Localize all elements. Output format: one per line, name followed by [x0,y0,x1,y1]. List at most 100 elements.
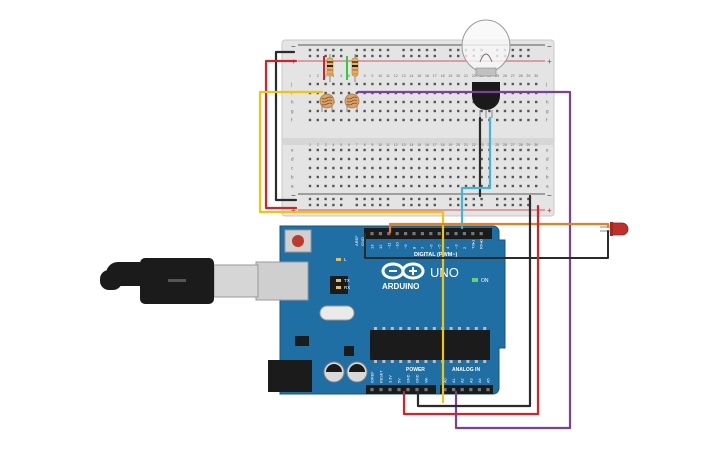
column-number: 13 [402,143,406,147]
power-pin-label: GND [407,374,411,383]
breadboard-hole [418,148,421,152]
arduino-logo [381,262,425,280]
breadboard-hole [340,109,343,113]
digital-pin-hole[interactable] [378,232,382,236]
breadboard-hole [410,148,413,152]
power-pin-label: Vin [425,378,429,383]
breadboard-body [281,39,555,217]
digital-pin-hole[interactable] [404,232,408,236]
breadboard-hole [316,157,319,161]
rail-hole [519,54,522,58]
power-pin-hole[interactable] [379,388,383,392]
breadboard-hole [402,157,405,161]
analog-pin-hole[interactable] [443,388,447,392]
breadboard-hole [472,109,475,113]
breadboard: 1122334455667788991010111112121313141415… [281,39,555,217]
breadboard-hole [340,157,343,161]
ic-leg [382,327,386,330]
rail-plus-label-bottom: + [291,206,296,215]
column-number: 3 [325,143,327,147]
breadboard-hole [347,109,351,113]
rail-hole [425,54,429,58]
rail-hole [340,54,343,58]
breadboard-hole [441,118,444,122]
digital-pin-hole[interactable] [454,232,458,236]
on-label: ON [481,278,489,284]
breadboard-hole [402,82,405,86]
breadboard-hole [386,100,390,104]
analog-pin-label: A1 [452,378,456,383]
column-number: 17 [433,74,437,78]
breadboard-hole [363,118,366,122]
breadboard-hole [363,82,366,86]
breadboard-hole [449,118,452,122]
breadboard-hole [371,82,374,86]
breadboard-hole [535,118,538,122]
column-number: 16 [425,74,429,78]
breadboard-hole [535,100,538,104]
breadboard-hole [324,82,327,86]
tx-label: TX [344,278,350,283]
digital-pin-hole[interactable] [446,232,450,236]
digital-pin-hole[interactable] [429,232,433,236]
rail-hole [410,203,413,207]
breadboard-hole [332,82,335,86]
breadboard-hole [316,148,319,152]
digital-pin-hole[interactable] [479,232,483,236]
power-pin-hole[interactable] [397,388,401,392]
row-letter: c [291,166,294,171]
breadboard-hole [379,82,382,86]
digital-pin-label: ~10 [395,241,400,249]
ic-leg [390,360,394,363]
breadboard-hole [324,148,327,152]
breadboard-hole [464,184,468,188]
rail-hole [379,54,382,58]
on-led [472,278,478,282]
ic-leg [466,327,470,330]
breadboard-hole [386,109,390,113]
breadboard-hole [386,166,390,170]
light-bulb [461,19,511,77]
aref-label: AREF [354,235,359,246]
photoresistor-2 [344,93,360,112]
reset-button-cap[interactable] [292,235,304,247]
power-label: POWER [406,367,425,373]
breadboard-hole [519,166,522,170]
breadboard-hole [457,184,460,188]
column-number: 29 [526,74,530,78]
analog-pin-hole[interactable] [477,388,481,392]
rail-hole [410,197,413,201]
breadboard-hole [410,184,413,188]
rail-hole [433,54,436,58]
power-pin-hole[interactable] [415,388,419,392]
breadboard-hole [394,166,397,170]
breadboard-hole [535,157,538,161]
analog-pin-hole[interactable] [460,388,464,392]
breadboard-hole [379,148,382,152]
digital-pin-hole[interactable] [462,232,466,236]
rail-hole [519,48,522,52]
digital-pin-hole[interactable] [370,232,374,236]
digital-pin-hole[interactable] [437,232,441,236]
digital-pin-hole[interactable] [471,232,475,236]
digital-pin-label: ~9 [403,244,408,249]
analog-pin-hole[interactable] [452,388,456,392]
breadboard-hole [355,157,358,161]
digital-pin-hole[interactable] [412,232,416,236]
breadboard-hole [402,118,405,122]
power-pin-hole[interactable] [388,388,392,392]
column-number: 27 [511,74,515,78]
power-pin-hole[interactable] [424,388,428,392]
analog-pin-hole[interactable] [469,388,473,392]
breadboard-hole [379,184,382,188]
analog-pin-hole[interactable] [486,388,490,392]
digital-pin-hole[interactable] [387,232,391,236]
breadboard-hole [519,100,522,104]
breadboard-hole [535,175,538,179]
breadboard-hole [527,109,530,113]
digital-pin-hole[interactable] [420,232,424,236]
breadboard-hole [402,184,405,188]
power-pin-hole[interactable] [406,388,410,392]
digital-pin-hole[interactable] [395,232,399,236]
power-pin-hole[interactable] [370,388,374,392]
